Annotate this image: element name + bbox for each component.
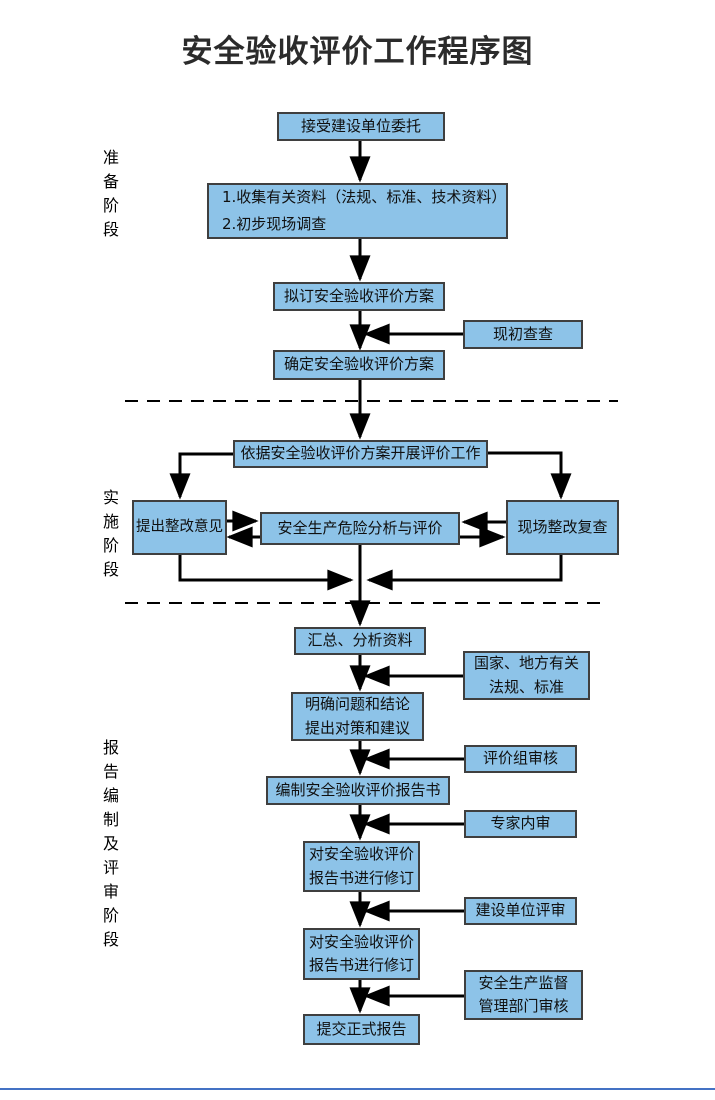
node-national-regulations: 国家、地方有关 法规、标准 xyxy=(463,651,590,700)
node-label: 安全生产危险分析与评价 xyxy=(277,518,443,537)
node-authority-review: 安全生产监督 管理部门审核 xyxy=(464,970,583,1020)
node-site-recheck: 现场整改复查 xyxy=(506,500,619,555)
node-expert-review: 专家内审 xyxy=(464,810,577,838)
side-input-arrows xyxy=(363,323,464,1007)
node-label: 现场整改复查 xyxy=(517,517,608,536)
node-label-line2: 法规、标准 xyxy=(488,677,564,696)
node-label-line1: 国家、地方有关 xyxy=(473,654,579,673)
node-hazard-analysis: 安全生产危险分析与评价 xyxy=(260,512,460,545)
node-team-review: 评价组审核 xyxy=(464,745,577,773)
node-rectification-suggestions: 提出整改意见 xyxy=(132,500,227,555)
node-clarify-conclusions: 明确问题和结论 提出对策和建议 xyxy=(291,692,424,741)
node-label-line2: 报告书进行修订 xyxy=(308,868,414,887)
node-label-line2: 提出对策和建议 xyxy=(304,718,410,737)
node-collect-materials: 1.收集有关资料（法规、标准、技术资料） 2.初步现场调查 xyxy=(207,183,508,239)
node-label: 提出整改意见 xyxy=(136,519,223,536)
node-label: 专家内审 xyxy=(490,814,551,833)
node-revise-report-2: 对安全验收评价 报告书进行修订 xyxy=(303,928,420,980)
node-label-line1: 对安全验收评价 xyxy=(308,932,414,951)
node-label-line1: 明确问题和结论 xyxy=(304,695,410,714)
node-draft-plan: 拟订安全验收评价方案 xyxy=(273,282,445,311)
stage-label-report-review: 报告编制及评审阶段 xyxy=(100,739,119,955)
node-summarize-data: 汇总、分析资料 xyxy=(294,627,426,655)
node-label: 拟订安全验收评价方案 xyxy=(283,286,434,305)
node-label: 依据安全验收评价方案开展评价工作 xyxy=(240,444,481,463)
diagram-title: 安全验收评价工作程序图 xyxy=(181,34,534,70)
node-label: 提交正式报告 xyxy=(316,1019,407,1038)
stage-label-preparation: 准备阶段 xyxy=(100,149,119,245)
node-label-line1: 安全生产监督 xyxy=(478,973,569,992)
node-revise-report-1: 对安全验收评价 报告书进行修订 xyxy=(303,841,420,892)
node-label: 编制安全验收评价报告书 xyxy=(275,780,441,799)
node-label-line1: 对安全验收评价 xyxy=(308,845,414,864)
stage-label-implementation: 实施阶段 xyxy=(100,489,119,585)
node-label-line2: 报告书进行修订 xyxy=(308,956,414,974)
node-label: 接受建设单位委托 xyxy=(300,116,421,135)
node-submit-report: 提交正式报告 xyxy=(303,1014,420,1045)
node-carry-out-evaluation: 依据安全验收评价方案开展评价工作 xyxy=(233,440,488,468)
node-confirm-plan: 确定安全验收评价方案 xyxy=(273,350,445,380)
node-label: 汇总、分析资料 xyxy=(307,631,413,650)
node-label-line2: 2.初步现场调查 xyxy=(222,215,327,233)
node-label: 现初查查 xyxy=(492,324,553,343)
node-label: 建设单位评审 xyxy=(475,901,566,920)
node-label: 评价组审核 xyxy=(482,749,558,768)
node-compile-report: 编制安全验收评价报告书 xyxy=(266,776,450,805)
node-label-line1: 1.收集有关资料（法规、标准、技术资料） xyxy=(222,188,507,206)
node-client-review: 建设单位评审 xyxy=(464,897,577,925)
node-initial-review: 现初查查 xyxy=(463,320,583,349)
node-accept-commission: 接受建设单位委托 xyxy=(277,112,445,141)
footer-divider-line xyxy=(0,1088,715,1090)
node-label-line2: 管理部门审核 xyxy=(478,997,569,1015)
node-label: 确定安全验收评价方案 xyxy=(283,355,434,374)
